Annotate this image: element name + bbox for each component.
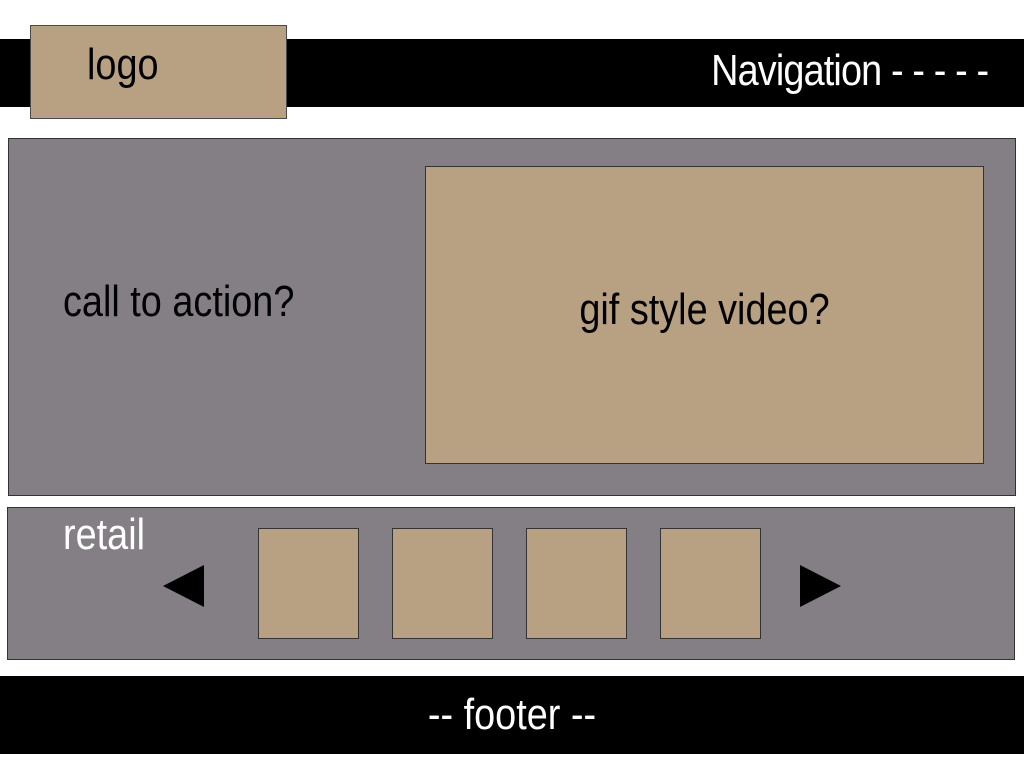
retail-label: retail — [63, 510, 146, 559]
navigation-link[interactable]: Navigation - - - - - — [710, 46, 989, 95]
retail-carousel: retail — [7, 507, 1015, 660]
footer: -- footer -- — [0, 676, 1024, 754]
footer-label: -- footer -- — [427, 690, 597, 739]
triangle-left-icon[interactable] — [163, 565, 204, 607]
video-label: gif style video? — [579, 285, 830, 334]
product-item[interactable] — [526, 528, 627, 639]
triangle-right-icon[interactable] — [800, 565, 841, 607]
video-placeholder[interactable]: gif style video? — [425, 166, 984, 464]
product-item[interactable] — [392, 528, 493, 639]
logo[interactable]: logo — [30, 25, 287, 119]
product-item[interactable] — [258, 528, 359, 639]
call-to-action[interactable]: call to action? — [63, 277, 295, 326]
product-item[interactable] — [660, 528, 761, 639]
logo-label: logo — [87, 40, 159, 89]
hero-section: call to action? gif style video? — [8, 138, 1016, 496]
